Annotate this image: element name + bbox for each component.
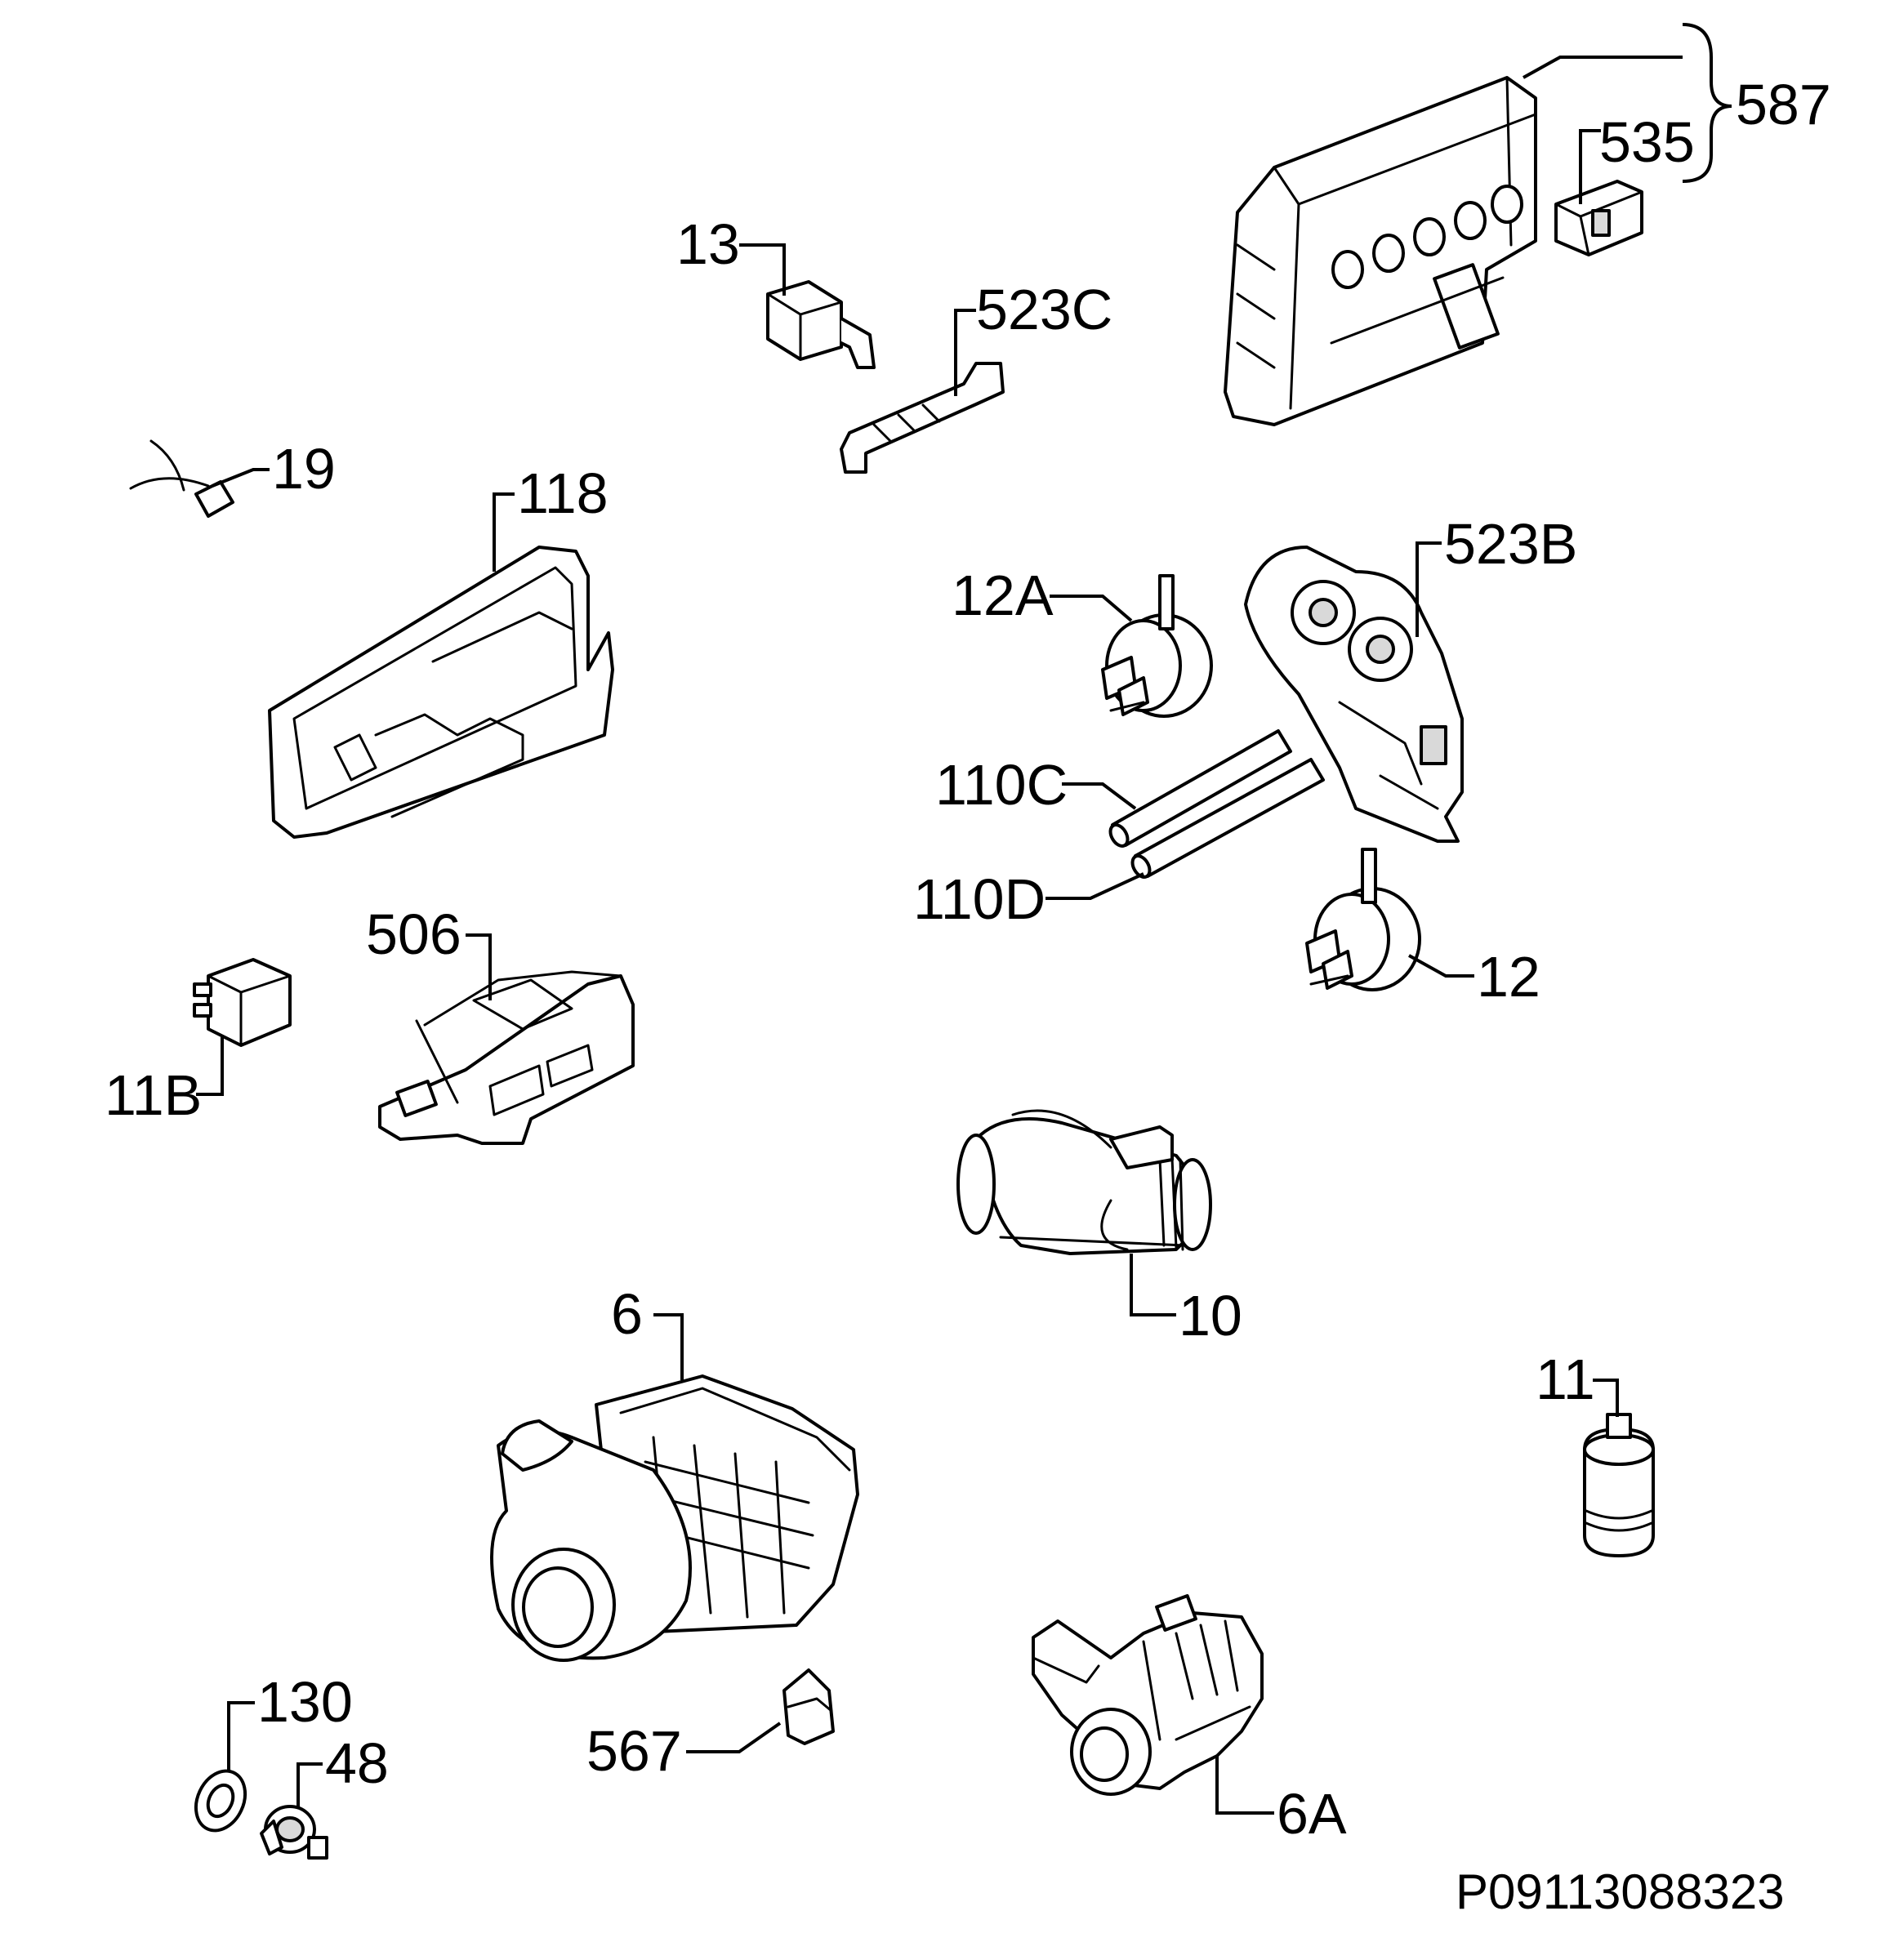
label-535: 535	[1599, 110, 1695, 174]
label-118: 118	[517, 461, 609, 525]
circulation-pump-6[interactable]	[490, 1374, 859, 1662]
capacitor-11[interactable]	[1583, 1413, 1655, 1557]
callout-110c: 110C	[935, 753, 1137, 817]
pressure-switch-12[interactable]	[1305, 848, 1421, 991]
label-523b: 523B	[1444, 512, 1577, 576]
switch-13[interactable]	[766, 280, 876, 369]
gasket-130[interactable]	[187, 1763, 255, 1839]
label-567: 567	[586, 1719, 682, 1783]
label-48: 48	[325, 1731, 389, 1795]
pressure-switch-12a[interactable]	[1101, 574, 1213, 718]
label-11b: 11B	[105, 1063, 202, 1127]
label-523c: 523C	[976, 278, 1112, 341]
label-587: 587	[1736, 73, 1831, 136]
connector-535[interactable]	[1554, 180, 1643, 256]
sensor-19[interactable]	[129, 439, 234, 518]
label-130: 130	[257, 1670, 353, 1734]
label-11: 11	[1536, 1348, 1595, 1411]
callout-523b: 523B	[1416, 512, 1577, 637]
clip-567[interactable]	[782, 1668, 835, 1745]
diagram-reference-number: P09113088323	[1456, 1864, 1785, 1919]
label-506: 506	[366, 902, 461, 966]
plug-48[interactable]	[260, 1805, 328, 1860]
drain-valve-10[interactable]	[956, 1109, 1212, 1255]
hose-110c[interactable]	[1107, 729, 1292, 849]
label-6: 6	[611, 1282, 643, 1346]
callout-12a: 12A	[952, 564, 1133, 627]
callout-11b: 11B	[105, 1037, 224, 1127]
callout-130: 130	[227, 1670, 353, 1772]
callout-587: 587	[1523, 23, 1831, 183]
callout-19: 19	[212, 437, 336, 501]
callout-11: 11	[1536, 1348, 1619, 1417]
label-12: 12	[1477, 945, 1540, 1009]
callout-12: 12	[1408, 945, 1540, 1009]
label-19: 19	[272, 437, 336, 501]
callout-523c: 523C	[954, 278, 1112, 396]
label-12a: 12A	[952, 564, 1054, 627]
label-110c: 110C	[935, 753, 1068, 817]
callout-567: 567	[586, 1719, 782, 1783]
callout-506: 506	[366, 902, 492, 1000]
relay-11b[interactable]	[193, 958, 292, 1047]
control-module-587[interactable]	[1224, 76, 1537, 426]
callout-535: 535	[1579, 110, 1695, 204]
callout-6a: 6A	[1215, 1756, 1347, 1846]
door-lock-506[interactable]	[378, 970, 635, 1145]
hose-110d[interactable]	[1129, 758, 1325, 880]
drain-pump-6a[interactable]	[1032, 1594, 1264, 1796]
label-10: 10	[1179, 1284, 1242, 1348]
callout-6: 6	[611, 1282, 684, 1380]
dispenser-118[interactable]	[268, 546, 614, 839]
callout-118: 118	[493, 461, 609, 572]
callout-110d: 110D	[913, 867, 1144, 931]
label-6a: 6A	[1277, 1782, 1347, 1846]
callout-48: 48	[296, 1731, 389, 1809]
bracket-523c[interactable]	[840, 362, 1005, 474]
label-110d: 110D	[913, 867, 1046, 931]
frame-523b[interactable]	[1244, 546, 1464, 843]
callout-10: 10	[1130, 1254, 1242, 1348]
callout-13: 13	[676, 212, 786, 296]
label-13: 13	[676, 212, 740, 276]
